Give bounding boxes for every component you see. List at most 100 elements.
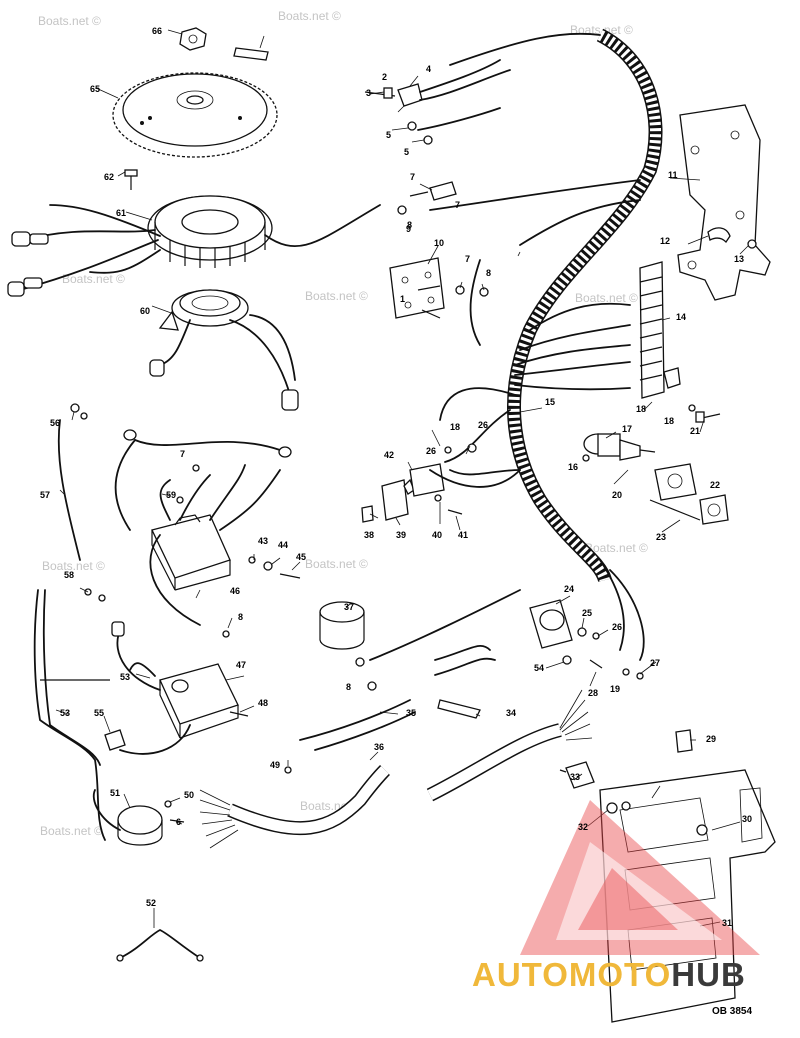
rectifier [361, 443, 477, 523]
callout-label: 59 [166, 490, 176, 500]
ground-lead [57, 419, 81, 561]
callout-label: 48 [258, 698, 268, 708]
harness-lead [514, 344, 631, 366]
logo-text-part1: AUTOMOTO [472, 956, 671, 993]
callout-label: 27 [650, 658, 660, 668]
callout-label: 45 [296, 552, 306, 562]
coil-lead [129, 662, 156, 677]
harness-lead [469, 259, 481, 346]
sensor-lead [249, 314, 296, 381]
harness-lead [444, 409, 511, 463]
callout-label: 24 [564, 584, 574, 594]
starter-relay [529, 599, 644, 680]
callout-label: 16 [568, 462, 578, 472]
switch-lead [417, 107, 501, 131]
jumper-wire [119, 928, 201, 959]
callout-label: 7 [410, 172, 415, 182]
wire-ends [559, 689, 593, 741]
watermark: Boats.net © [278, 9, 341, 23]
callout-label: 52 [146, 898, 156, 908]
callout-label: 40 [432, 530, 442, 540]
callout-label: 30 [742, 814, 752, 824]
logo-text: AUTOMOTOHUB [472, 956, 746, 993]
switch-lead [419, 69, 511, 101]
callout-label: 2 [382, 72, 387, 82]
callout-label: 43 [258, 536, 268, 546]
sender-lead [92, 789, 121, 831]
callout-label: 54 [534, 663, 544, 673]
callout-label: 33 [570, 772, 580, 782]
callout-label: 41 [458, 530, 468, 540]
callout-label: 46 [230, 586, 240, 596]
callout-label: 14 [676, 312, 686, 322]
callout-label: 3 [366, 88, 371, 98]
ignition-coil [159, 663, 239, 739]
ring-terminal [123, 429, 137, 441]
cd-lead [149, 534, 201, 626]
callout-label: 28 [588, 688, 598, 698]
watermark: Boats.net © [305, 557, 368, 571]
bullet-connector [7, 281, 25, 297]
starter-solenoid [319, 601, 365, 650]
battery-cable [314, 711, 416, 751]
callout-label: 65 [90, 84, 100, 94]
watermark: Boats.net © [575, 291, 638, 305]
callout-label: 1 [400, 294, 405, 304]
battery-cable [299, 699, 411, 741]
callout-label: 37 [344, 602, 354, 612]
callout-label: 39 [396, 530, 406, 540]
watermark: Boats.net © [305, 289, 368, 303]
harness-lead [449, 469, 521, 476]
leader-lines [55, 29, 749, 928]
callout-label: 61 [116, 208, 126, 218]
callout-label: 60 [140, 306, 150, 316]
mounting-bracket [677, 104, 771, 301]
harness-lead [599, 559, 625, 651]
callout-label: 42 [384, 450, 394, 460]
stator [147, 195, 273, 268]
callout-label: 31 [722, 918, 732, 928]
callout-label: 56 [50, 418, 60, 428]
harness-lead [529, 302, 631, 331]
callout-label: 18 [636, 404, 646, 414]
callout-label: 55 [94, 708, 104, 718]
washer [80, 412, 88, 420]
rectifier-lead [429, 469, 521, 488]
callout-label: 25 [582, 608, 592, 618]
callout-label: 7 [455, 200, 460, 210]
cable-clamp [437, 699, 481, 719]
washer [192, 464, 200, 472]
callout-label: 18 [450, 422, 460, 432]
switch-assembly [364, 83, 433, 145]
standoff-stud [675, 729, 693, 753]
callout-label: 8 [346, 682, 351, 692]
washer [248, 556, 256, 564]
callout-label: 38 [364, 530, 374, 540]
flywheel [112, 72, 278, 158]
boot [104, 729, 126, 751]
callout-label: 51 [110, 788, 120, 798]
callout-label: 53 [120, 672, 130, 682]
callout-label: 47 [236, 660, 246, 670]
harness-lead [519, 324, 631, 351]
callout-label: 12 [660, 236, 670, 246]
callout-label: 21 [690, 426, 700, 436]
ring-terminal [196, 954, 204, 962]
washer [222, 630, 230, 638]
bullet-connector [149, 359, 165, 377]
cd-lead [114, 439, 136, 531]
callout-label: 49 [270, 760, 280, 770]
bullet-connector [11, 231, 31, 247]
battery-lead [434, 645, 491, 661]
callout-label: 19 [610, 684, 620, 694]
logo-text-part2: HUB [671, 956, 746, 993]
callout-label: 34 [506, 708, 516, 718]
harness-lead [519, 199, 641, 246]
timer-base [158, 289, 249, 331]
cd-lead [179, 474, 211, 521]
battery-lead [434, 657, 496, 676]
callout-label: 50 [184, 790, 194, 800]
ring-terminal [278, 446, 292, 458]
washer [98, 594, 106, 602]
terminal-block [639, 261, 681, 399]
